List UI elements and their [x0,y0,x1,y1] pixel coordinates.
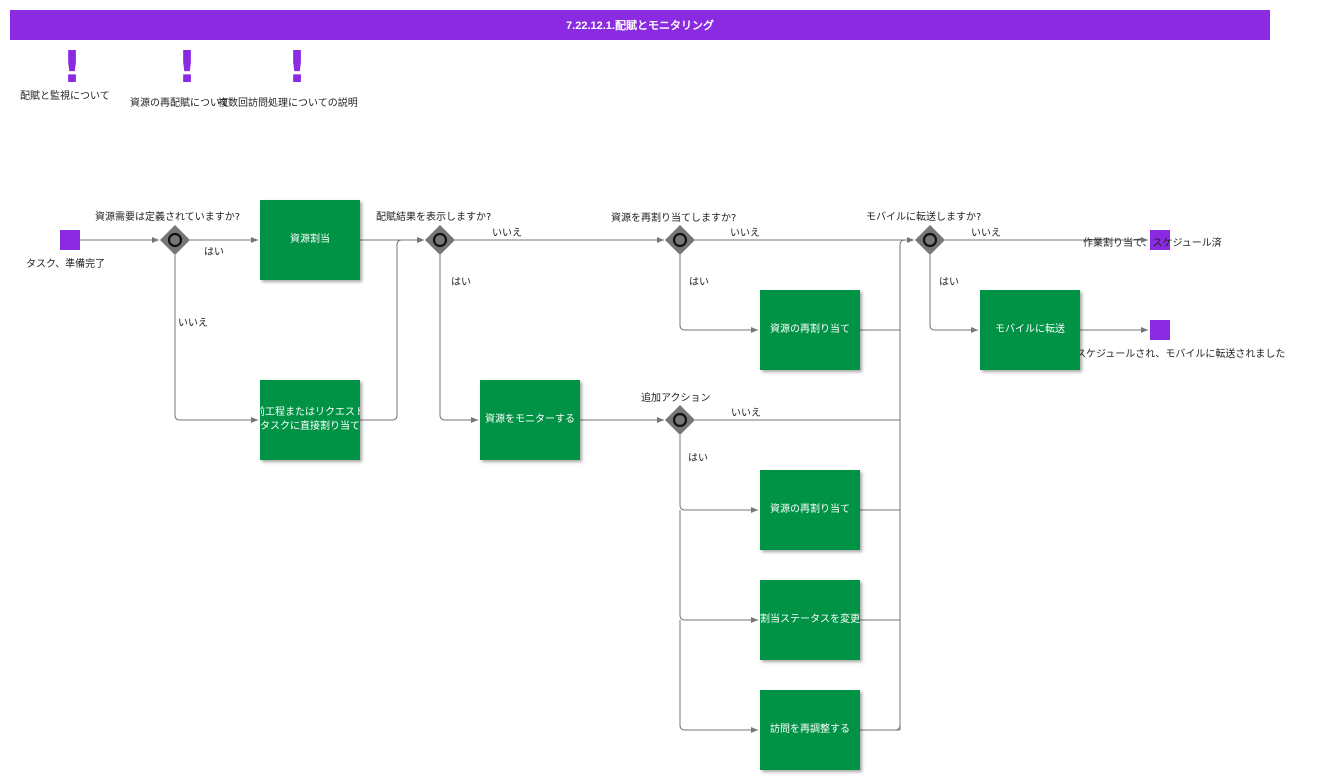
edge-label-yes: はい [204,247,224,258]
task-change-status[interactable]: 割当ステータスを変更 [760,580,860,660]
flow-g1-t2 [174,255,258,423]
edge-label-yes: はい [451,277,471,288]
task-reschedule-visit[interactable]: 訪問を再調整する [760,690,860,770]
flow-g5-t6 [679,435,758,513]
gateway-g3-icon [665,225,695,255]
gateway-g1-label: 資源需要は定義されていますか? [95,212,241,223]
gateway-g4-label: モバイルに転送しますか? [866,212,982,223]
note-label[interactable]: 資源の再配賦について [130,98,230,109]
diagram-title: 7.22.12.1.配賦とモニタリング [10,10,1270,40]
end-event-mobile[interactable] [1150,320,1170,340]
task-reassign-resources[interactable]: 資源の再割り当て [760,290,860,370]
gateway-g5-icon [665,405,695,435]
flow-merge-line [894,239,906,731]
edge-label-yes: はい [689,277,709,288]
start-event-label: タスク、準備完了 [26,259,106,270]
gateway-g2-label: 配賦結果を表示しますか? [376,212,492,223]
exclamation-icon[interactable]: ! [62,42,83,93]
end-event-scheduled[interactable] [1150,230,1170,250]
edge-label-no: いいえ [731,408,761,419]
edge-label-no: いいえ [178,318,208,329]
flow-g4-t5 [929,255,978,333]
end-event-scheduled-label: 作業割り当て、スケジュール済 [1083,238,1222,249]
exclamation-icon[interactable]: ! [177,42,198,93]
task-resource-allocation[interactable]: 資源割当 [260,200,360,280]
flow-g5-t7 [679,510,758,623]
start-event[interactable] [60,230,80,250]
gateway-g5-label: 追加アクション [641,393,711,404]
note-label[interactable]: 配賦と監視について [20,91,110,102]
flow-g3-t4 [679,255,758,333]
edge-label-yes: はい [939,277,959,288]
task-direct-assign[interactable]: 前工程またはリクエスト タスクに直接割り当て [260,380,360,460]
edge-label-no: いいえ [730,228,760,239]
flow-t2-g2 [360,237,424,421]
task-transfer-mobile[interactable]: モバイルに転送 [980,290,1080,370]
exclamation-icon[interactable]: ! [287,42,308,93]
gateway-g2-icon [425,225,455,255]
gateway-g1-icon [160,225,190,255]
edge-label-no: いいえ [971,228,1001,239]
end-event-mobile-label: 作業割り当てがスケジュールされ、モバイルに転送されました [1006,349,1286,360]
gateway-g4-icon [915,225,945,255]
flow-g5-t8 [679,620,758,733]
task-reassign-resources-2[interactable]: 資源の再割り当て [760,470,860,550]
edge-label-no: いいえ [492,228,522,239]
gateway-g3-label: 資源を再割り当てしますか? [611,213,737,224]
note-label[interactable]: 複数回訪問処理についての説明 [218,98,358,109]
task-monitor-resources[interactable]: 資源をモニターする [480,380,580,460]
flow-g2-t3 [439,255,478,423]
edge-label-yes: はい [688,453,708,464]
